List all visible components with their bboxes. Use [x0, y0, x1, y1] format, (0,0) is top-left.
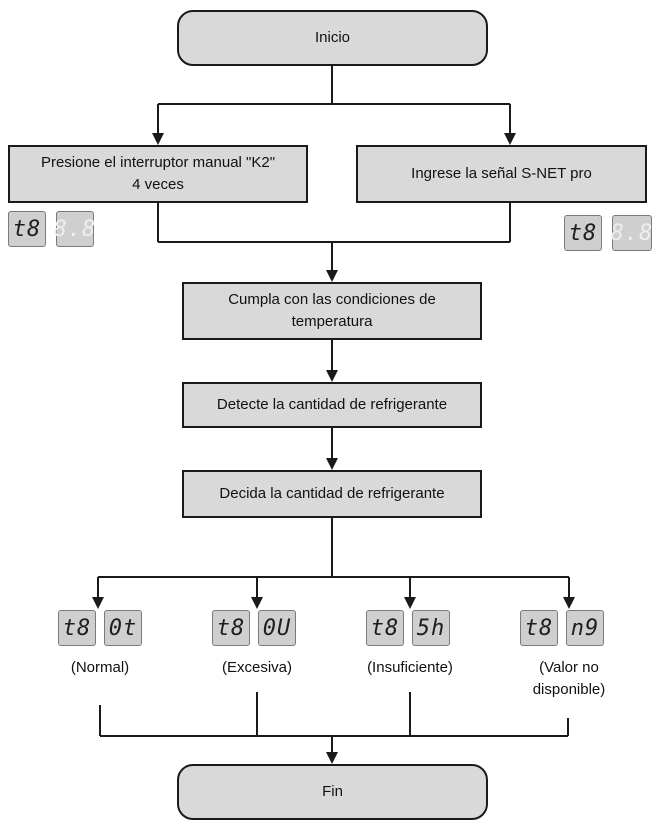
step-temperature-conditions: Cumpla con las condiciones de temperatur… — [182, 282, 482, 340]
result-normal-display-2: 0t — [104, 610, 142, 646]
result-unavailable-display-1: t8 — [520, 610, 558, 646]
result-normal-label: (Normal) — [70, 659, 130, 676]
right-display-blank: 8.8 — [611, 215, 652, 251]
step-decide-refrigerant: Decida la cantidad de refrigerante — [182, 470, 482, 518]
start-terminal: Inicio — [177, 10, 488, 66]
step-detect-refrigerant: Detecte la cantidad de refrigerante — [182, 382, 482, 428]
step-press-manual-switch: Presione el interruptor manual "K2" 4 ve… — [8, 145, 308, 203]
result-excess-label: (Excesiva) — [221, 659, 292, 676]
result-insufficient-display-2: 5h — [412, 610, 450, 646]
end-terminal: Fin — [177, 764, 488, 820]
result-insufficient-display-1: t8 — [366, 610, 404, 646]
right-display-code: t8 — [564, 215, 602, 251]
result-normal-display-1: t8 — [58, 610, 96, 646]
result-insufficient-label: (Insuficiente) — [367, 659, 453, 676]
left-display-code: t8 — [8, 211, 46, 247]
step-snet-signal: Ingrese la señal S-NET pro — [356, 145, 647, 203]
result-unavailable-display-2: n9 — [566, 610, 604, 646]
left-display-blank: 8.8 — [54, 211, 95, 247]
result-excess-display-2: 0U — [258, 610, 296, 646]
result-unavailable-label: (Valor no disponible) — [532, 659, 606, 698]
result-excess-display-1: t8 — [212, 610, 250, 646]
